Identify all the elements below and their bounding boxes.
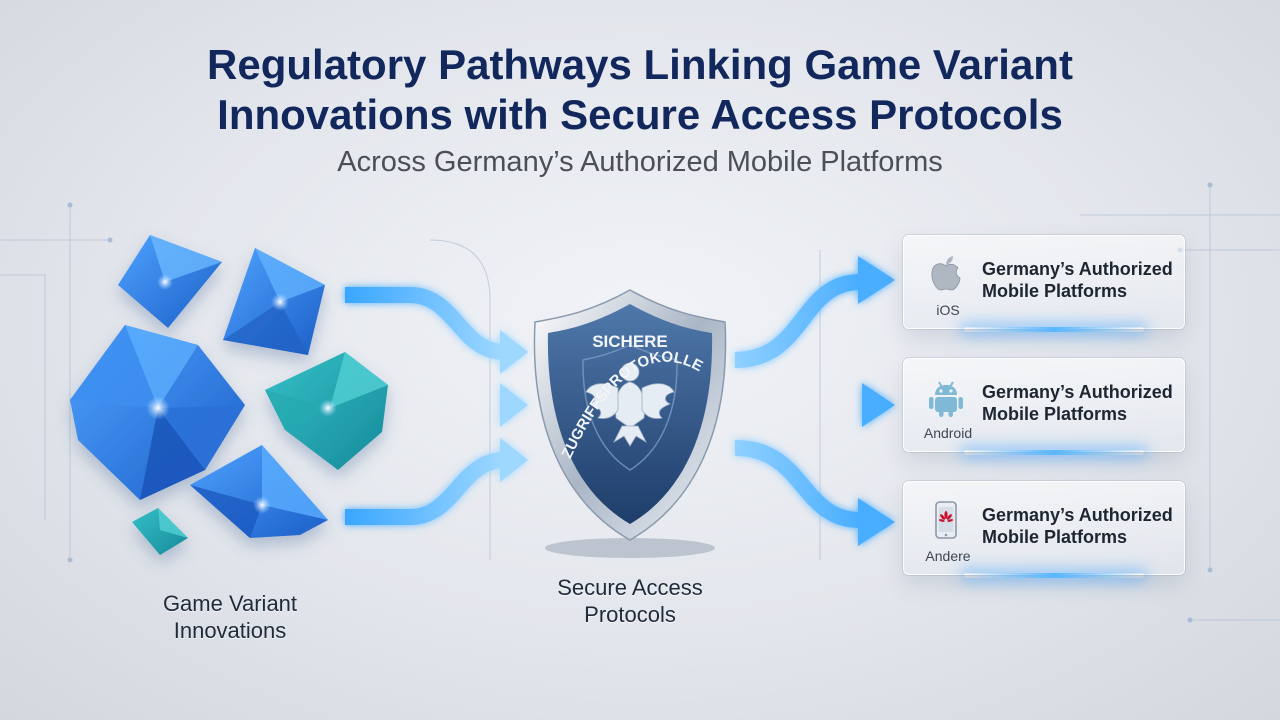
circuit-node (67, 202, 73, 208)
arrowhead (858, 256, 895, 304)
platform-text-line-1: Germany’s Authorized (982, 382, 1173, 402)
shield-top-text: SICHERE (592, 332, 668, 351)
arrow-outbound-top (734, 274, 861, 368)
circuit-line-left-mid (0, 274, 46, 520)
platform-card-other: Andere Germany’s Authorized Mobile Platf… (903, 481, 1185, 578)
apple-icon (931, 256, 961, 291)
shield-icon (533, 289, 727, 558)
source-label-line-2: Innovations (173, 618, 287, 643)
circuit-node (1207, 567, 1213, 573)
diagram-title: Regulatory Pathways Linking Game Variant… (0, 40, 1280, 140)
hub-label-line-2: Protocols (584, 602, 676, 627)
platform-card-android: Android Germany’s Authorized Mobile Plat… (903, 358, 1185, 455)
source-label-line-1: Game Variant (162, 591, 298, 616)
platform-text-line-2: Mobile Platforms (982, 404, 1128, 424)
source-node-label: Game Variant Innovations (130, 590, 330, 644)
diagram-subtitle: Across Germany’s Authorized Mobile Platf… (337, 146, 943, 178)
sparkle (319, 399, 337, 417)
platform-os-label: Android (923, 425, 973, 441)
sparkle (253, 496, 271, 514)
arrow-inbound-top (345, 287, 506, 360)
arrowhead (858, 498, 895, 546)
platform-description: Germany’s Authorized Mobile Platforms (982, 504, 1182, 548)
outbound-arrows (734, 274, 865, 528)
arrowhead (862, 383, 895, 427)
arrow-outbound-bottom (734, 440, 861, 528)
title-line-1: Regulatory Pathways Linking Game Variant (207, 41, 1073, 88)
platform-os-label: iOS (936, 302, 960, 318)
platform-text-line-2: Mobile Platforms (982, 527, 1128, 547)
outbound-arrowheads (858, 256, 895, 546)
hub-node-label: Secure Access Protocols (520, 574, 740, 628)
circuit-node (1207, 182, 1213, 188)
circuit-node (107, 237, 113, 243)
circuit-node (67, 557, 73, 563)
android-icon (929, 381, 963, 417)
inbound-arrows (345, 287, 506, 525)
sparkle (157, 274, 173, 290)
platform-text-line-1: Germany’s Authorized (982, 259, 1173, 279)
gem-bottom (190, 445, 328, 538)
gem-sparkles (146, 274, 337, 514)
smartphone-icon (935, 501, 957, 539)
platform-card-ios: iOS Germany’s Authorized Mobile Platform… (903, 235, 1185, 332)
platform-description: Germany’s Authorized Mobile Platforms (982, 381, 1182, 425)
arrowhead (500, 330, 528, 374)
sparkle (271, 293, 289, 311)
hub-label-line-1: Secure Access (557, 575, 703, 600)
arrowhead (500, 383, 528, 427)
eagle-icon (585, 362, 675, 447)
circuit-node (1187, 617, 1193, 623)
title-line-2: Innovations with Secure Access Protocols (217, 91, 1063, 138)
circuit-line-center-left (429, 239, 491, 560)
inbound-arrowheads (500, 330, 528, 482)
platform-os-label: Andere (925, 548, 971, 564)
platform-description: Germany’s Authorized Mobile Platforms (982, 258, 1182, 302)
sparkle (146, 396, 170, 420)
platform-text-line-2: Mobile Platforms (982, 281, 1128, 301)
gem-cluster (70, 235, 388, 555)
gem-small (132, 508, 188, 555)
arrow-inbound-bottom (345, 452, 506, 525)
flower-logo-icon (938, 511, 954, 522)
arrowhead (500, 438, 528, 482)
platform-text-line-1: Germany’s Authorized (982, 505, 1173, 525)
